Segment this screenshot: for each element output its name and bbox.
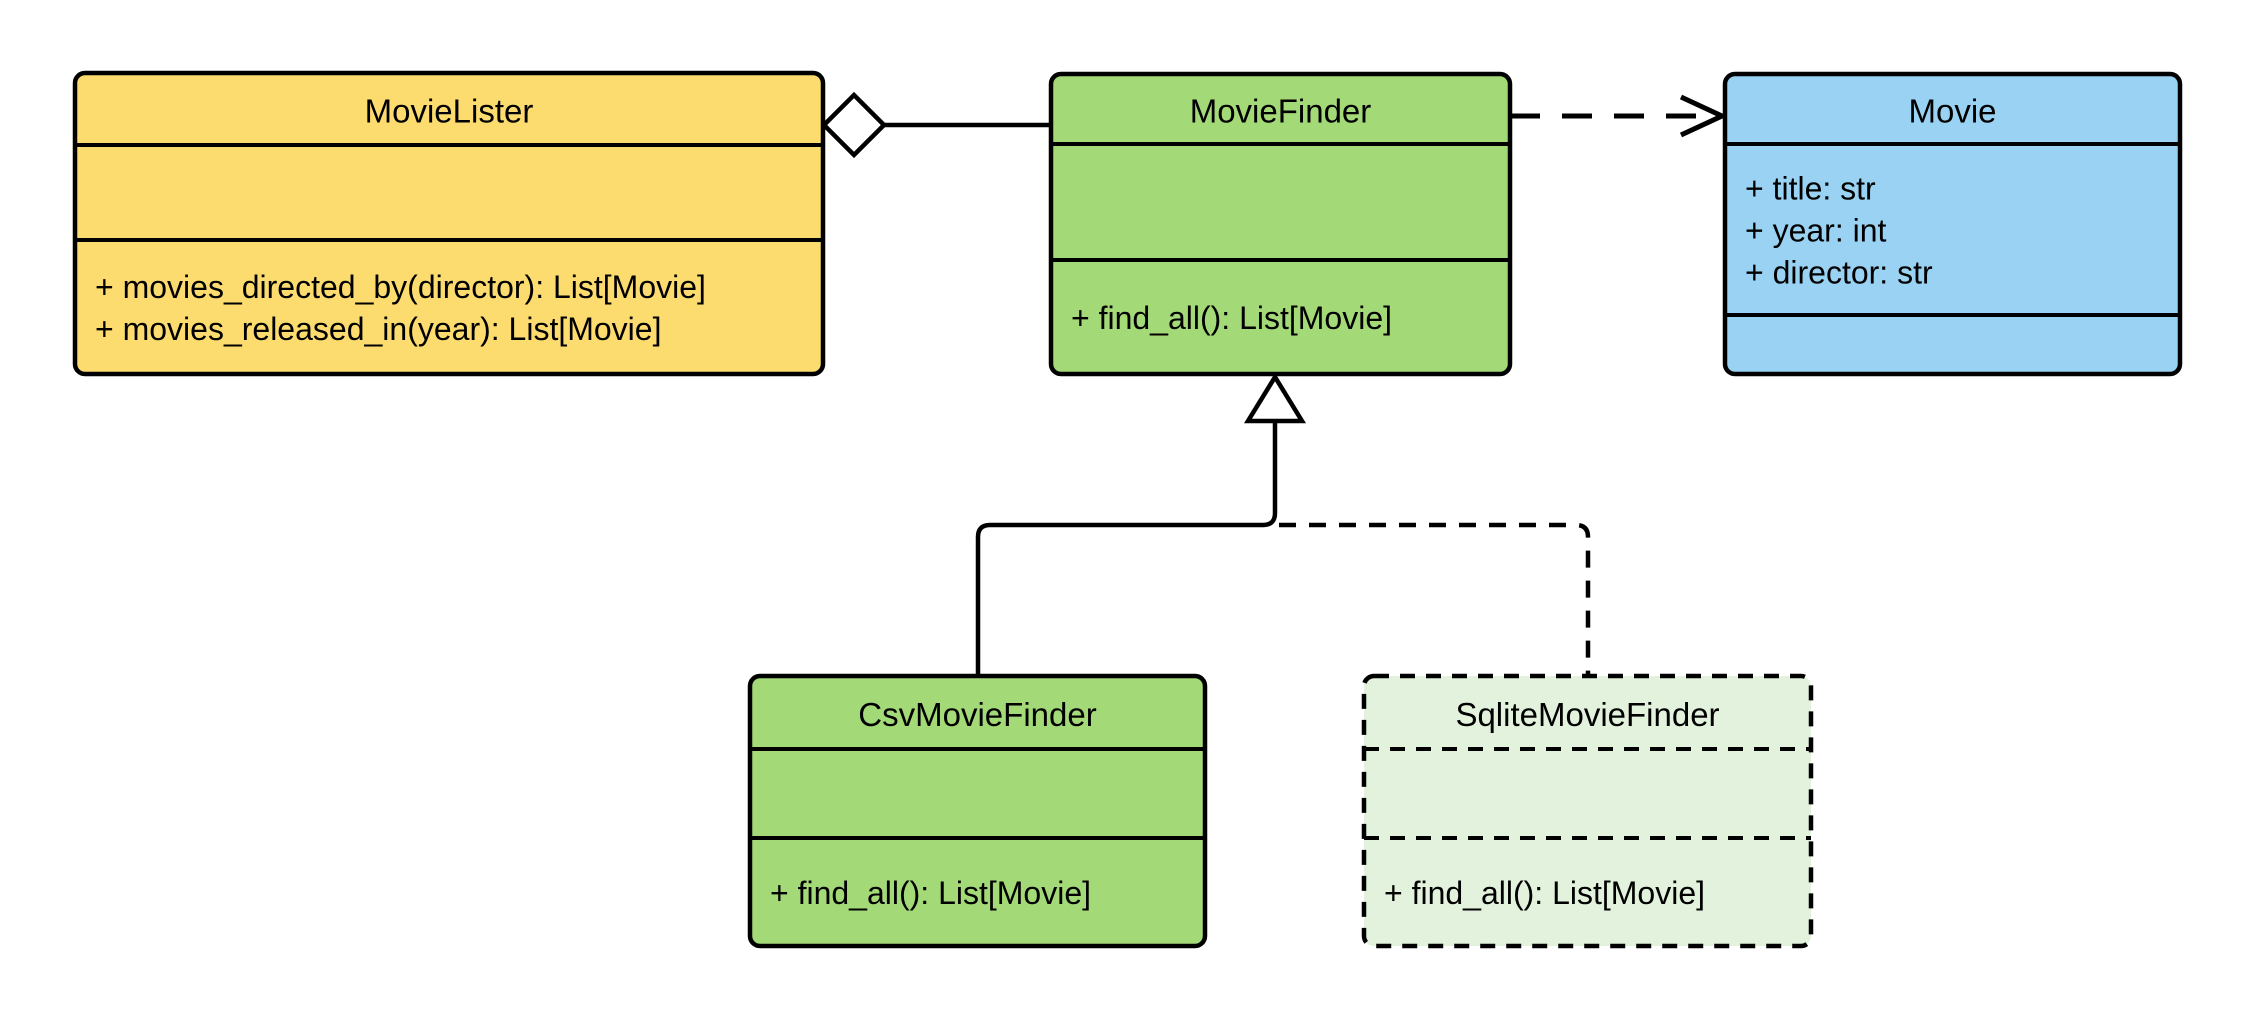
class-title-sqlitemoviefinder: SqliteMovieFinder xyxy=(1455,696,1719,733)
generalization-connector-sqlite xyxy=(1279,522,1591,676)
generalization-connector-csv xyxy=(975,420,1278,676)
class-method-text: + movies_released_in(year): List[Movie] xyxy=(95,311,661,347)
aggregation-diamond-icon xyxy=(820,91,888,159)
class-box-sqlitemoviefinder: SqliteMovieFinder + find_all(): List[Movi… xyxy=(1361,673,1814,949)
class-title-moviefinder: MovieFinder xyxy=(1190,93,1372,130)
class-method-text: + find_all(): List[Movie] xyxy=(1384,875,1705,911)
aggregation-connector xyxy=(820,91,1051,159)
dependency-connector xyxy=(1510,94,1728,138)
dependency-open-arrow-icon xyxy=(1679,94,1728,138)
class-method-text: + find_all(): List[Movie] xyxy=(1071,300,1392,336)
class-box-movie: Movie + title: str + year: int + director: … xyxy=(1722,71,2183,377)
class-box-csvmoviefinder: CsvMovieFinder + find_all(): List[Movie] xyxy=(747,673,1208,949)
class-box-movielister: MovieLister + movies_directed_by(director… xyxy=(72,70,826,377)
class-attribute-text: + year: int xyxy=(1745,213,1887,249)
class-title-csvmoviefinder: CsvMovieFinder xyxy=(858,696,1096,733)
class-title-movielister: MovieLister xyxy=(365,93,534,130)
class-title-movie: Movie xyxy=(1908,93,1996,130)
class-method-text: + movies_directed_by(director): List[Mov… xyxy=(95,269,706,305)
class-attribute-text: + director: str xyxy=(1745,255,1933,291)
class-box-moviefinder: MovieFinder + find_all(): List[Movie] xyxy=(1048,71,1513,377)
class-attribute-text: + title: str xyxy=(1745,171,1876,207)
class-method-text: + find_all(): List[Movie] xyxy=(770,875,1091,911)
generalization-triangle-icon xyxy=(1243,372,1307,424)
